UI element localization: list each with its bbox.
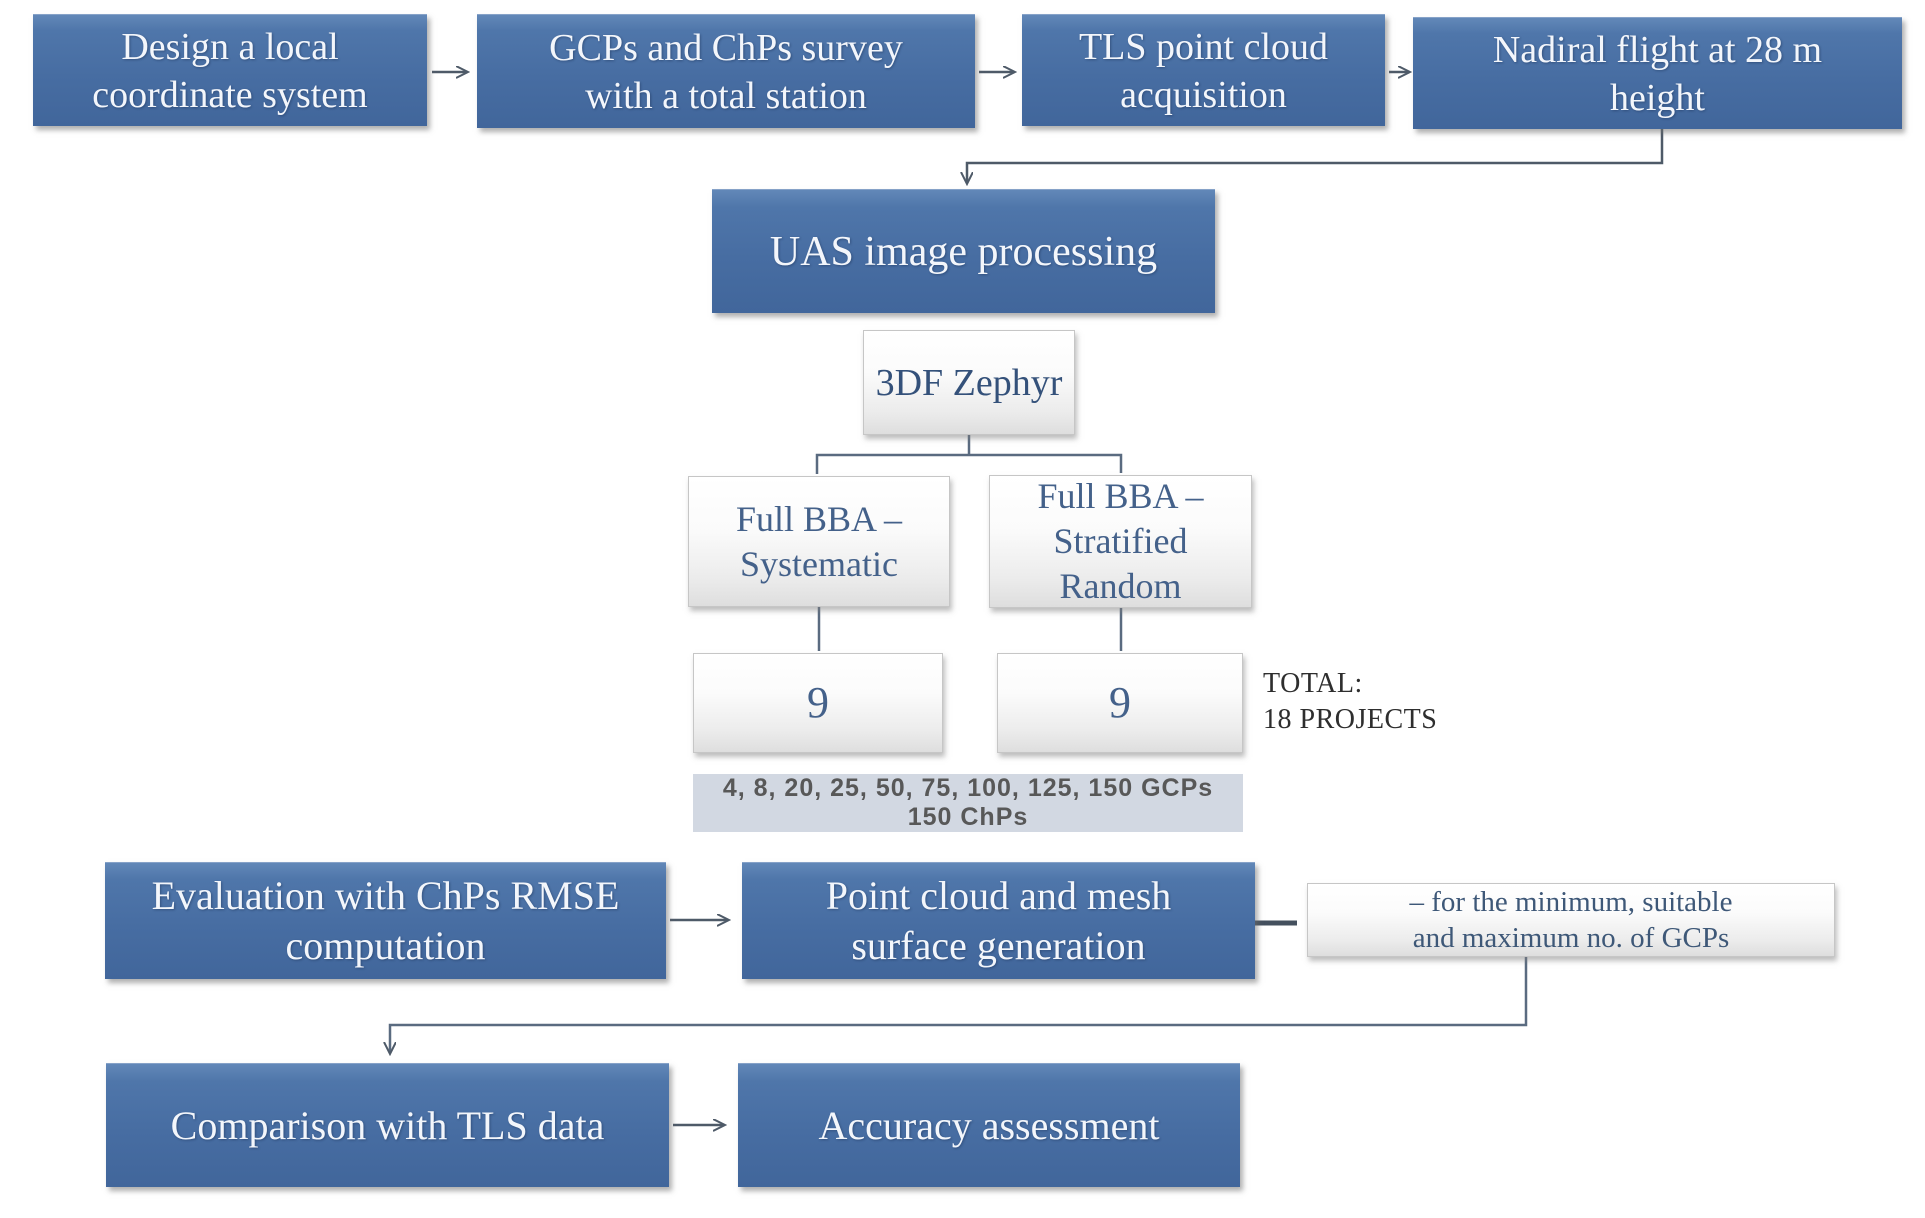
step-label: Accuracy assessment (818, 1102, 1160, 1148)
node-gcp-configurations: 4, 8, 20, 25, 50, 75, 100, 125, 150 GCPs… (693, 774, 1243, 832)
flow-step-uas-image-processing: UAS image processing (712, 189, 1215, 313)
step-label: acquisition (1120, 73, 1287, 116)
connector-nadiral-to-uas (967, 129, 1664, 183)
step-label: Design a local (121, 25, 339, 68)
flow-step-tls-point-cloud: TLS point cloud acquisition (1022, 14, 1385, 126)
step-label: GCPs and ChPs survey (549, 26, 903, 69)
flow-step-gcps-chps-survey: GCPs and ChPs survey with a total statio… (477, 14, 975, 128)
note-label: and maximum no. of GCPs (1412, 922, 1730, 954)
node-project-count-systematic: 9 (693, 653, 943, 753)
note-gcp-selection: – for the minimum, suitable and maximum … (1307, 883, 1835, 957)
connector-zephyr-split (815, 453, 1123, 474)
step-label: Point cloud and mesh (825, 873, 1172, 918)
software-label: 3DF Zephyr (875, 361, 1063, 404)
step-label: height (1610, 76, 1705, 119)
step-label: Comparison with TLS data (170, 1102, 605, 1148)
flow-step-point-cloud-mesh: Point cloud and mesh surface generation (742, 862, 1255, 979)
flow-step-evaluation-chps-rmse: Evaluation with ChPs RMSE computation (105, 862, 666, 979)
gcp-config-label: 150 ChPs (907, 803, 1029, 831)
node-full-bba-stratified-random: Full BBA – Stratified Random (989, 475, 1252, 608)
step-label: computation (285, 923, 486, 968)
step-label: surface generation (851, 923, 1146, 968)
step-label: coordinate system (92, 73, 368, 116)
branch-label: Full BBA – (735, 498, 903, 539)
total-label: TOTAL: (1263, 668, 1363, 699)
flow-step-accuracy-assessment: Accuracy assessment (738, 1063, 1240, 1187)
total-label: 18 PROJECTS (1263, 704, 1438, 735)
gcp-config-label: 4, 8, 20, 25, 50, 75, 100, 125, 150 GCPs (722, 774, 1214, 802)
step-label: Nadiral flight at 28 m (1492, 28, 1823, 71)
branch-label: Systematic (740, 543, 898, 584)
node-full-bba-systematic: Full BBA – Systematic (688, 476, 950, 607)
step-label: with a total station (585, 74, 867, 117)
node-3df-zephyr: 3DF Zephyr (863, 330, 1075, 435)
flow-step-design-coordinate-system: Design a local coordinate system (33, 14, 427, 126)
step-label: UAS image processing (769, 228, 1158, 275)
step-label: TLS point cloud (1078, 25, 1329, 68)
count-value: 9 (1109, 678, 1131, 727)
branch-label: Random (1059, 566, 1182, 606)
label-total-projects: TOTAL: 18 PROJECTS (1263, 666, 1503, 746)
step-label: Evaluation with ChPs RMSE (151, 873, 620, 918)
flow-step-comparison-tls: Comparison with TLS data (106, 1063, 669, 1187)
flow-step-nadiral-flight: Nadiral flight at 28 m height (1413, 17, 1902, 129)
connector-note-to-comparison (390, 957, 1528, 1053)
node-project-count-stratified: 9 (997, 653, 1243, 753)
note-label: – for the minimum, suitable (1409, 886, 1733, 918)
count-value: 9 (807, 678, 829, 727)
branch-label: Stratified (1053, 521, 1188, 561)
branch-label: Full BBA – (1037, 476, 1204, 516)
